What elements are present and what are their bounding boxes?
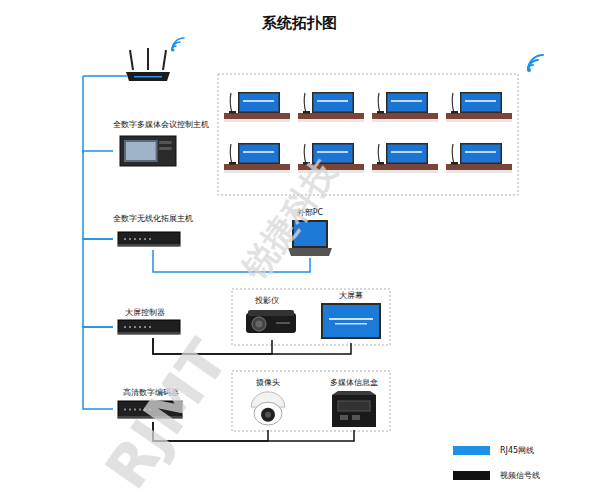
watermark: RJMT — [92, 328, 242, 501]
legend-swatch — [453, 446, 490, 455]
router-icon — [126, 48, 170, 81]
device-label: 多媒体信息盒 — [322, 378, 386, 388]
device-label: 全数字多媒体会议控制主机 — [113, 120, 209, 130]
device-image — [321, 303, 381, 339]
legend-text: RJ45网线 — [500, 446, 534, 456]
device-node: 投影仪 — [243, 296, 301, 340]
device-label: 全数字无线化拓展主机 — [113, 214, 193, 224]
cable-connector — [83, 239, 113, 327]
wifi-icon — [528, 55, 543, 71]
cable-connector — [83, 327, 113, 409]
device-label: 摄像头 — [243, 378, 293, 388]
group-frame — [232, 371, 390, 431]
device-node: 全数字无线化拓展主机 — [113, 214, 203, 250]
diagram-title: 系统拓扑图 — [0, 14, 599, 33]
device-node: 摄像头 — [243, 378, 293, 430]
device-node: 大屏控制器 — [113, 308, 188, 338]
legend-swatch — [453, 471, 490, 480]
legend-text: 视频信号线 — [500, 471, 540, 481]
conference-units — [224, 92, 512, 173]
cable-connector — [83, 151, 113, 239]
device-node: 大屏幕 — [317, 291, 385, 343]
group-frame — [218, 74, 518, 195]
device-node: 多媒体信息盒 — [322, 378, 386, 430]
device-image — [118, 320, 180, 334]
wifi-icon — [172, 38, 184, 51]
device-image — [118, 232, 180, 246]
group-frame — [232, 289, 390, 345]
device-label: 大屏控制器 — [125, 308, 165, 318]
device-label: 投影仪 — [255, 296, 279, 306]
device-node: 全数字多媒体会议控制主机 — [113, 120, 213, 170]
device-image — [249, 390, 287, 428]
device-image — [120, 136, 176, 166]
device-image — [332, 391, 376, 427]
device-image — [246, 309, 296, 335]
device-label: 大屏幕 — [317, 291, 385, 301]
